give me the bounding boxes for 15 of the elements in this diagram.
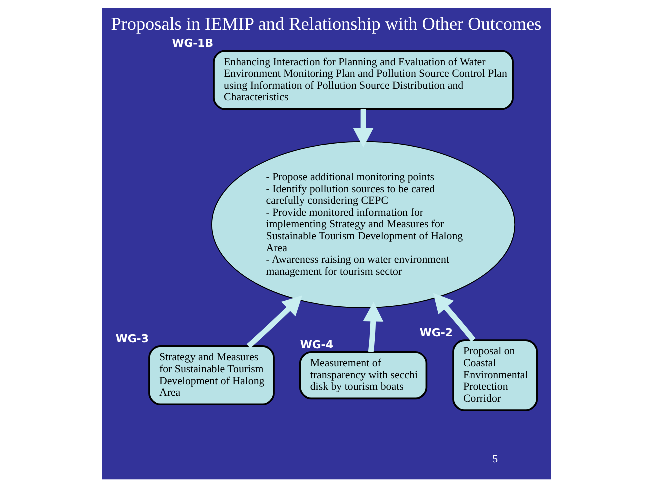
node-label: WG-4: [300, 338, 333, 352]
arrow: [362, 302, 384, 352]
node-box: Enhancing Interaction for Planning and Evaluation of Water Environment Monitoring Plan and Pollution Source Control Plan using Information of Pollution Source Distribution and Characteristics: [212, 50, 514, 110]
node-label: WG-1B: [172, 37, 214, 50]
arrow: [352, 109, 374, 148]
arrow: [246, 296, 302, 348]
diagram-title: Proposals in IEMIP and Relationship with Other Outcomes: [110, 14, 542, 34]
node-box: Strategy and Measures for Sustainable Tourism Development of Halong Area: [148, 346, 274, 406]
node-box: Measurement of transparency with secchi disk by tourism boats: [298, 351, 428, 400]
node-label: WG-3: [115, 332, 148, 346]
arrow: [432, 293, 476, 342]
node-ellipse: - Propose additional monitoring points - Identify pollution sources to be cared carefully considering CEPC - Provide monitored information for implementing Strategy and Measures for Sustainable Tourism Development of Halong Area - Awareness raising on water environment management for tourism sector: [211, 141, 516, 308]
node-label: WG-2: [419, 326, 452, 340]
node-box: Proposal on Coastal Environmental Protection Corridor: [452, 340, 538, 412]
label: 5: [492, 453, 498, 466]
